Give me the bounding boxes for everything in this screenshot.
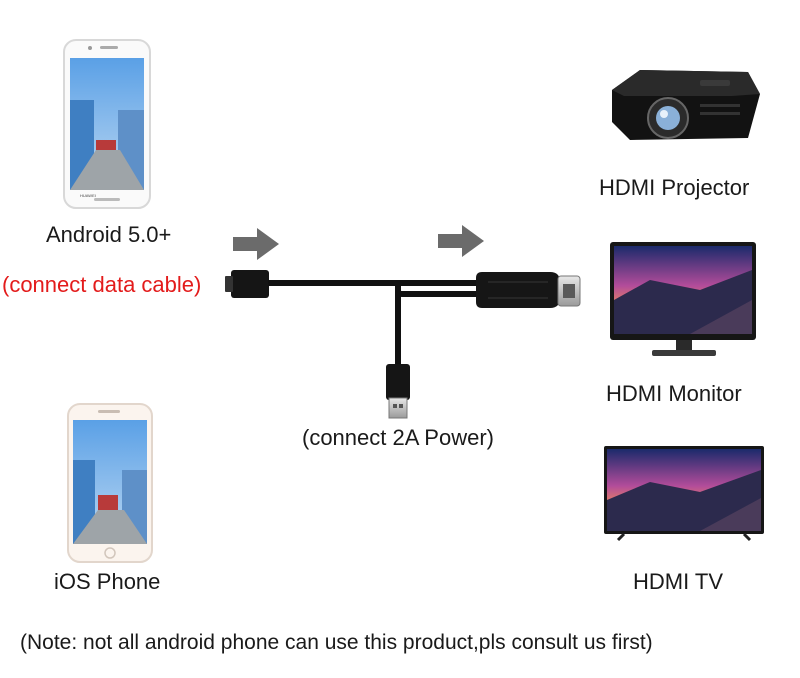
arrow-right-icon [233,228,279,260]
usb-connector-icon [386,364,410,419]
iphone-icon [67,403,153,563]
power-label: (connect 2A Power) [302,425,494,450]
arrow-right-icon [438,225,484,257]
data-cable-label: (connect data cable) [2,272,202,297]
projector-label: HDMI Projector [599,175,750,200]
tv-label: HDMI TV [633,569,724,594]
hdmi-cable-icon [225,270,581,368]
tv-icon [604,446,764,542]
ios-label: iOS Phone [54,569,161,594]
android-label: Android 5.0+ [46,222,172,247]
monitor-label: HDMI Monitor [606,381,742,406]
projector-icon [612,70,760,140]
phone-brand-text: HUAWEI [80,193,96,198]
note-text: (Note: not all android phone can use thi… [20,631,653,654]
android-phone-icon: HUAWEI [63,39,151,209]
monitor-icon [610,242,756,356]
